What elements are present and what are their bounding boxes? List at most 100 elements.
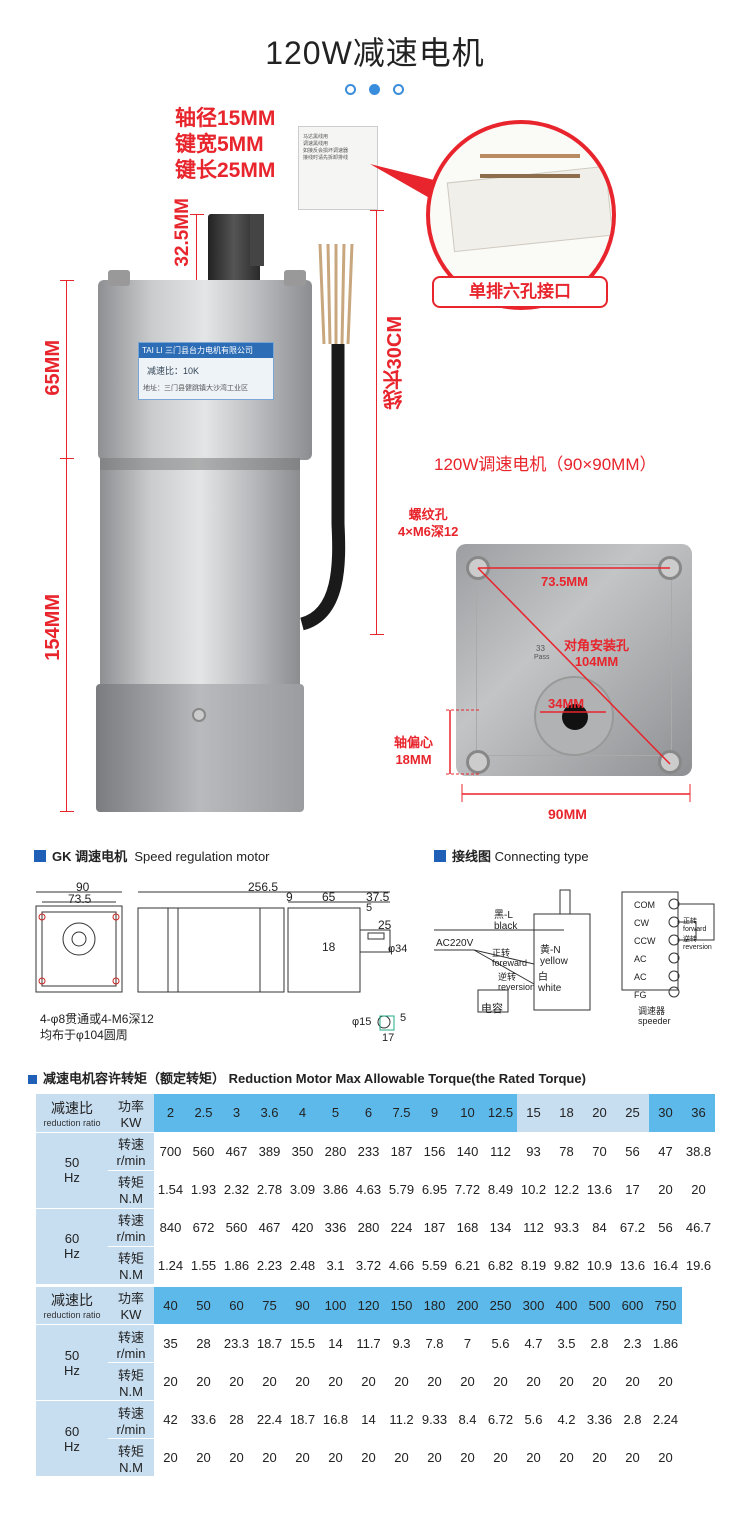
empty-cell bbox=[682, 1362, 715, 1401]
carousel-dot-3[interactable] bbox=[393, 84, 404, 95]
carousel-dot-1[interactable] bbox=[345, 84, 356, 95]
capacitor-label: 电容 bbox=[481, 1003, 503, 1015]
speed-value: 33.6 bbox=[187, 1400, 220, 1439]
shaft-center-label: 轴偏心 18MM bbox=[394, 735, 434, 767]
speed-value: 280 bbox=[319, 1132, 352, 1171]
shaft-length-label: 32.5MM bbox=[172, 198, 193, 267]
ratio-value: 30 bbox=[649, 1094, 682, 1133]
mount-hole-icon bbox=[466, 750, 490, 774]
ratio-value: 12.5 bbox=[484, 1094, 517, 1133]
ratio-value: 40 bbox=[154, 1286, 187, 1325]
speed-value: 134 bbox=[484, 1208, 517, 1247]
ratio-value: 10 bbox=[451, 1094, 484, 1133]
dim-65: 65 bbox=[322, 890, 336, 904]
speed-value: 420 bbox=[286, 1208, 319, 1247]
torque-value: 6.95 bbox=[418, 1170, 451, 1209]
torque-value: 20 bbox=[286, 1362, 319, 1401]
torque-value: 20 bbox=[352, 1438, 385, 1477]
carousel-dots[interactable] bbox=[345, 84, 405, 96]
speed-value: 7 bbox=[451, 1324, 484, 1363]
ratio-value: 4 bbox=[286, 1094, 319, 1133]
speed-value: 28 bbox=[187, 1324, 220, 1363]
speed-value: 3.5 bbox=[550, 1324, 583, 1363]
torque-value: 20 bbox=[418, 1362, 451, 1401]
speed-value: 70 bbox=[583, 1132, 616, 1171]
speed-value: 11.7 bbox=[352, 1324, 385, 1363]
speed-value: 350 bbox=[286, 1132, 319, 1171]
torque-value: 20 bbox=[319, 1362, 352, 1401]
speed-value: 5.6 bbox=[517, 1400, 550, 1439]
torque-heading: 减速电机容许转矩（额定转矩） Reduction Motor Max Allow… bbox=[28, 1068, 586, 1087]
torque-value: 12.2 bbox=[550, 1170, 583, 1209]
torque-value: 7.72 bbox=[451, 1170, 484, 1209]
dim-37-5: 37.5 bbox=[366, 890, 390, 904]
torque-value: 20 bbox=[154, 1362, 187, 1401]
dim-5: 5 bbox=[366, 902, 373, 914]
dim-90: 90 bbox=[76, 880, 90, 894]
speed-value: 233 bbox=[352, 1132, 385, 1171]
ratio-value: 15 bbox=[517, 1094, 550, 1133]
torque-value: 19.6 bbox=[682, 1246, 715, 1285]
torque-value: 20 bbox=[220, 1438, 253, 1477]
speed-value: 2.8 bbox=[583, 1324, 616, 1363]
speed-value: 560 bbox=[220, 1208, 253, 1247]
torque-value: 20 bbox=[649, 1362, 682, 1401]
empty-cell bbox=[682, 1438, 715, 1477]
holes-note: 4-φ8贯通或4-M6深12 均布于φ104圆周 bbox=[40, 1012, 154, 1042]
torque-value: 2.32 bbox=[220, 1170, 253, 1209]
hole-spacing-label: 73.5MM bbox=[541, 574, 588, 589]
shaft-specs: 轴径15MM 键宽5MM 键长25MM bbox=[175, 106, 275, 184]
gearbox-screw bbox=[108, 270, 130, 286]
speed-value: 28 bbox=[220, 1400, 253, 1439]
screw-icon bbox=[192, 708, 206, 722]
torque-value: 3.1 bbox=[319, 1246, 352, 1285]
torque-value: 4.66 bbox=[385, 1246, 418, 1285]
ratio-value: 50 bbox=[187, 1286, 220, 1325]
ratio-value: 60 bbox=[220, 1286, 253, 1325]
torque-value: 20 bbox=[484, 1362, 517, 1401]
speed-value: 156 bbox=[418, 1132, 451, 1171]
ac-voltage: AC220V bbox=[436, 938, 474, 949]
speed-value: 9.33 bbox=[418, 1400, 451, 1439]
ratio-value: 150 bbox=[385, 1286, 418, 1325]
speed-value: 560 bbox=[187, 1132, 220, 1171]
gearbox-height-label: 65MM bbox=[42, 340, 64, 396]
speed-value: 8.4 bbox=[451, 1400, 484, 1439]
dim-5b: 5 bbox=[400, 1012, 407, 1024]
ratio-value: 250 bbox=[484, 1286, 517, 1325]
ratio-value: 100 bbox=[319, 1286, 352, 1325]
speed-value: 4.2 bbox=[550, 1400, 583, 1439]
diag-hole-label: 对角安装孔 104MM bbox=[564, 638, 630, 669]
speed-value: 56 bbox=[649, 1208, 682, 1247]
speed-value: 140 bbox=[451, 1132, 484, 1171]
carousel-dot-2[interactable] bbox=[369, 84, 380, 95]
ratio-value: 600 bbox=[616, 1286, 649, 1325]
ratio-value: 200 bbox=[451, 1286, 484, 1325]
torque-value: 20 bbox=[583, 1362, 616, 1401]
speed-value: 84 bbox=[583, 1208, 616, 1247]
ratio-value: 9 bbox=[418, 1094, 451, 1133]
key-length-label: 键长25MM bbox=[175, 159, 276, 182]
product-photo-area: 轴径15MM 键宽5MM 键长25MM 32.5MM TAI LI 三门县台力电… bbox=[0, 104, 750, 834]
torque-value: 9.82 bbox=[550, 1246, 583, 1285]
ratio-value: 750 bbox=[649, 1286, 682, 1325]
torque-value: 20 bbox=[154, 1438, 187, 1477]
square-bullet-icon bbox=[434, 850, 446, 862]
speed-value: 47 bbox=[649, 1132, 682, 1171]
speed-value: 4.7 bbox=[517, 1324, 550, 1363]
dim-9: 9 bbox=[286, 890, 293, 904]
dim-phi15: φ15 bbox=[352, 1016, 372, 1028]
speed-value: 280 bbox=[352, 1208, 385, 1247]
ratio-value: 7.5 bbox=[385, 1094, 418, 1133]
mount-hole-icon bbox=[658, 750, 682, 774]
speed-value: 9.3 bbox=[385, 1324, 418, 1363]
torque-value: 20 bbox=[649, 1170, 682, 1209]
ratio-value: 3 bbox=[220, 1094, 253, 1133]
